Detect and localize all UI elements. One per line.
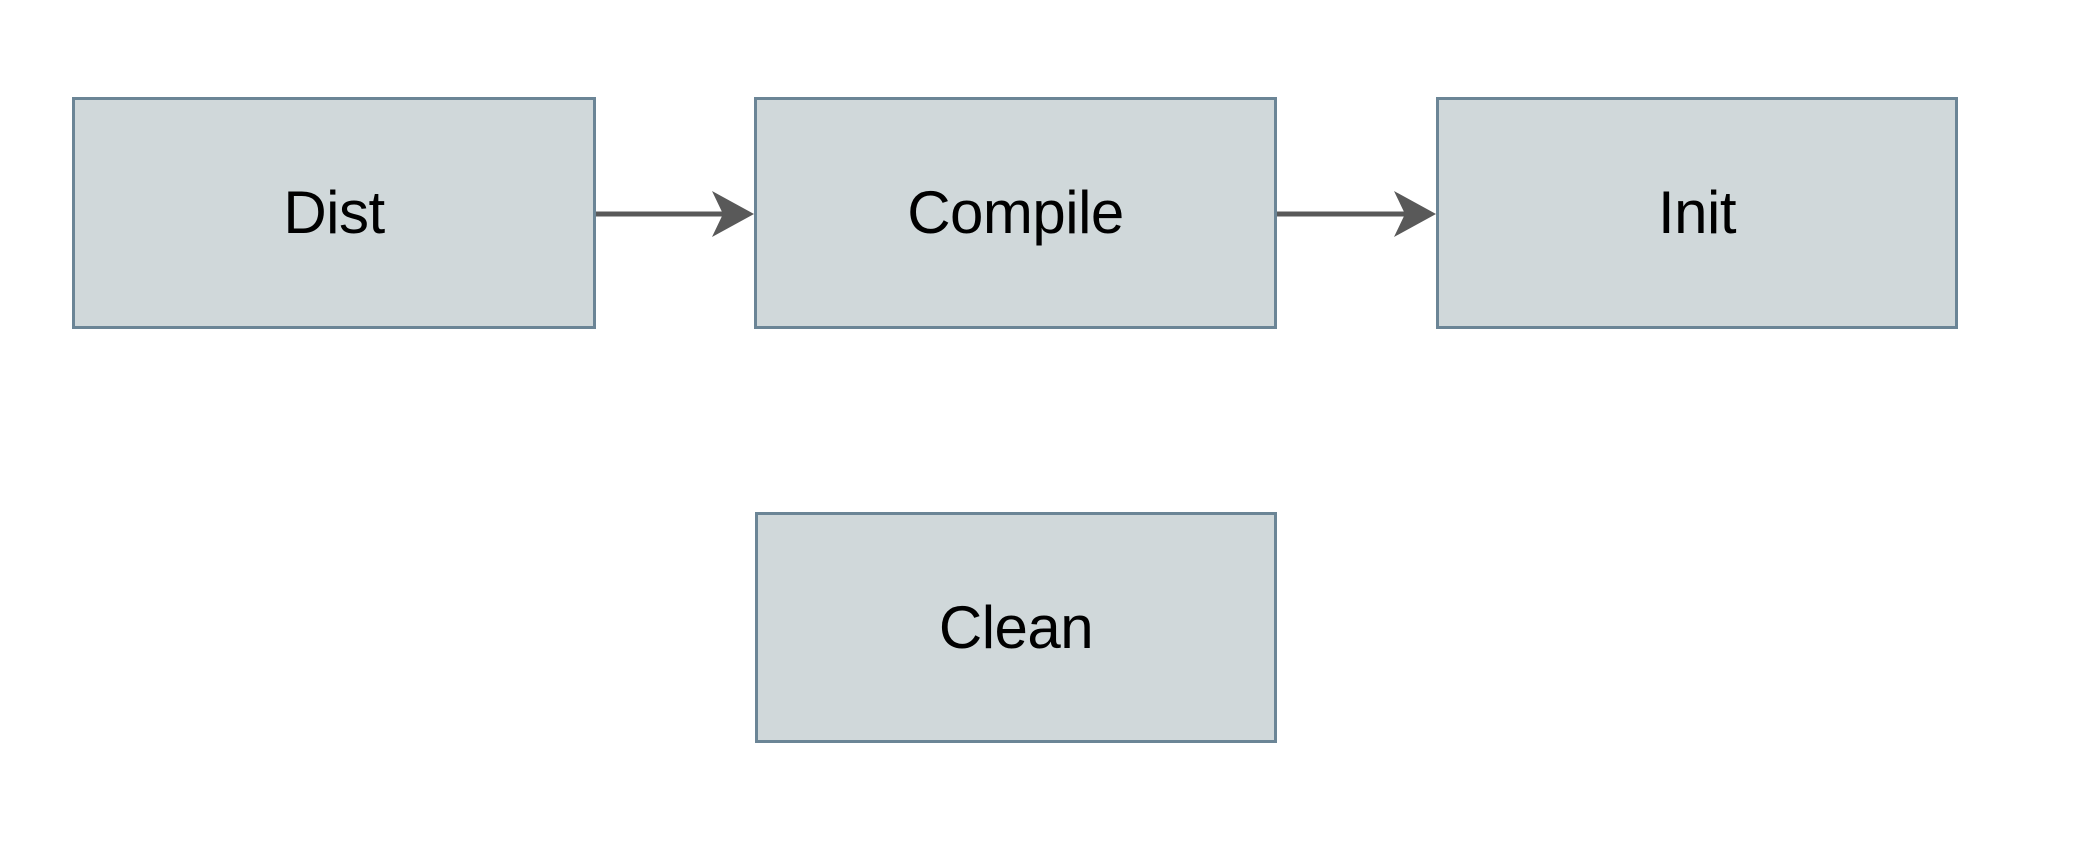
node-init[interactable]: Init [1436,97,1958,329]
node-label-clean: Clean [938,593,1094,661]
node-clean[interactable]: Clean [755,512,1277,743]
node-label-init: Init [1657,179,1737,246]
arrowhead-icon [712,191,754,237]
edge-compile-to-init [1277,191,1436,237]
node-label-dist: Dist [283,179,385,246]
edge-dist-to-compile [596,191,754,237]
arrowhead-icon [1394,191,1436,237]
node-label-compile: Compile [907,179,1124,246]
node-compile[interactable]: Compile [754,97,1277,329]
node-dist[interactable]: Dist [72,97,596,329]
